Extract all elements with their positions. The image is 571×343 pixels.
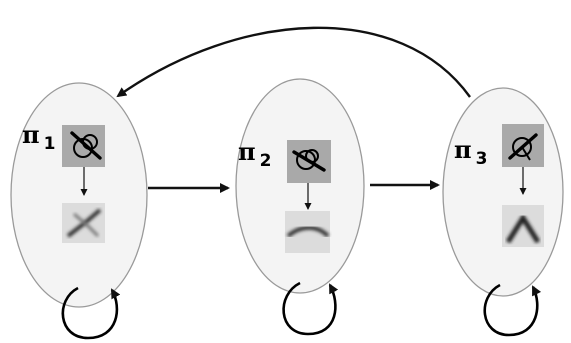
edge-pi3-to-pi1 <box>116 26 471 98</box>
state-1-response-patch <box>62 203 105 243</box>
state-2-ellipse <box>235 78 365 294</box>
self-loop-pi2 <box>282 281 339 336</box>
state-2-stimulus-patch <box>287 140 331 183</box>
self-loop-pi3 <box>483 283 542 337</box>
self-loop-pi1 <box>61 286 121 340</box>
state-2-response-patch <box>285 211 330 253</box>
state-1-ellipse <box>10 82 148 308</box>
state-3-ellipse <box>442 87 564 297</box>
state-1-stimulus-patch <box>62 125 105 167</box>
state-3-stimulus-patch <box>502 124 544 167</box>
state-3-response-patch <box>502 205 544 247</box>
